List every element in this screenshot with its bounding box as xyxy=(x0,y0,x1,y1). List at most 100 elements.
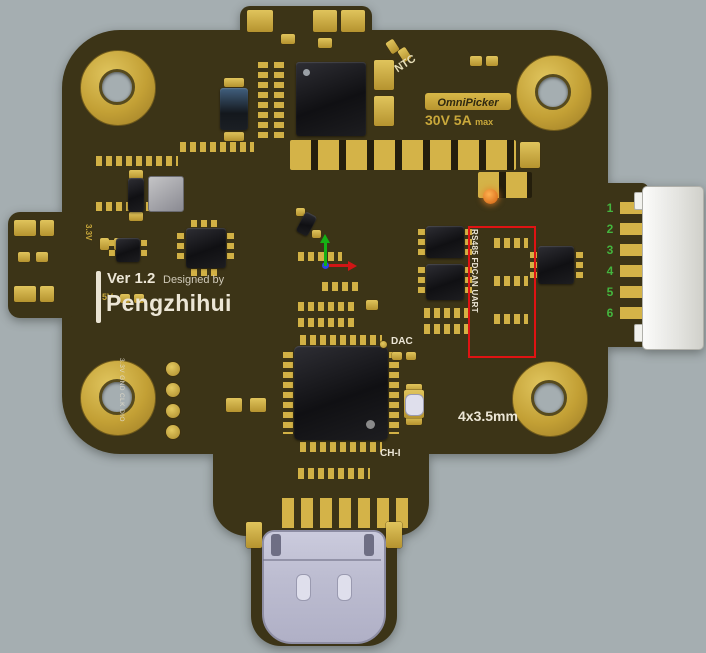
solder-pad xyxy=(224,132,244,141)
silkscreen-bar xyxy=(96,271,101,323)
qfn-ic-chip xyxy=(186,228,226,268)
solder-pad xyxy=(406,416,422,425)
test-point-pad xyxy=(166,425,180,439)
solder-pad xyxy=(250,398,266,412)
voltage-rating-label: 30V 5A max xyxy=(425,112,493,128)
pin-column xyxy=(227,233,234,263)
solder-pad xyxy=(120,294,130,303)
crystal-body xyxy=(405,394,424,416)
pin-number: 2 xyxy=(606,222,614,236)
pin-column xyxy=(389,352,399,434)
solder-pad xyxy=(100,238,109,250)
pin-number-column: 1 2 3 4 5 6 xyxy=(602,198,618,324)
solder-pad xyxy=(14,220,36,236)
test-point-pad xyxy=(166,404,180,418)
ch1-label: CH-I xyxy=(380,448,401,459)
mounting-hole-bore xyxy=(99,379,135,415)
capacitor-row xyxy=(290,140,516,170)
dac-label: DAC xyxy=(391,336,413,347)
solder-pad xyxy=(281,34,295,44)
inductor xyxy=(148,176,184,212)
pin-column xyxy=(576,252,583,280)
usb-shell-tab xyxy=(364,534,374,556)
rs485-transceiver-chip xyxy=(426,226,464,258)
pin-row xyxy=(300,335,382,345)
solder-pad xyxy=(386,522,402,548)
solder-pad xyxy=(129,212,143,221)
solder-pad xyxy=(374,96,394,126)
pin-row xyxy=(180,142,254,152)
solder-pad xyxy=(406,384,422,393)
pin-row xyxy=(298,302,354,311)
pin-row xyxy=(191,220,221,227)
solder-pad xyxy=(392,352,402,360)
solder-pad xyxy=(366,300,378,310)
pin-column xyxy=(418,229,425,255)
interface-labels: RS485 FDCAN UART xyxy=(470,229,479,313)
axis-x-arrow xyxy=(329,264,349,267)
pin-column xyxy=(274,62,284,142)
pin-row xyxy=(300,442,382,452)
pin-number: 6 xyxy=(606,306,614,320)
mounting-hole-bore xyxy=(535,74,571,110)
pin-number: 4 xyxy=(606,264,614,278)
usb-spring-slot xyxy=(337,574,352,601)
usb-shell-seam xyxy=(263,559,381,561)
axis-x-arrowhead xyxy=(348,261,357,271)
rating-value: 30V 5A xyxy=(425,112,472,128)
solder-pad xyxy=(341,10,365,32)
pin-row xyxy=(424,324,470,334)
solder-pad xyxy=(224,78,244,87)
solder-pad xyxy=(312,230,321,238)
voltage-5v-label: 5V xyxy=(102,292,114,302)
pin-column xyxy=(283,352,293,434)
pin-column xyxy=(109,240,115,258)
pin-row xyxy=(96,156,178,166)
mounting-hole-bore xyxy=(531,380,567,416)
solder-pad xyxy=(374,60,394,90)
solder-pad xyxy=(246,522,262,548)
pin-column xyxy=(141,240,147,258)
solder-pad xyxy=(486,56,498,66)
pin-column xyxy=(177,233,184,263)
solder-pad xyxy=(226,398,242,412)
voltage-3v3-label: 3.3V xyxy=(84,224,93,241)
solder-pad xyxy=(470,56,482,66)
usb-shell-tab xyxy=(271,534,281,556)
pin-row xyxy=(424,308,470,318)
solder-pad xyxy=(296,208,305,216)
pin-row xyxy=(191,269,221,276)
pin-number: 5 xyxy=(606,285,614,299)
hole-size-label: 4x3.5mm xyxy=(458,408,518,424)
solder-pad xyxy=(134,294,144,303)
pin-column xyxy=(530,252,537,280)
mounting-hole-bore xyxy=(99,69,135,105)
solder-pad xyxy=(247,10,273,32)
omnipicker-label: OmniPicker xyxy=(437,97,499,109)
axis-y-arrow xyxy=(324,242,327,266)
version-label: Ver 1.2 xyxy=(107,270,156,287)
pin-number: 3 xyxy=(606,243,614,257)
dac-dot xyxy=(380,341,387,348)
pin-number: 1 xyxy=(606,201,614,215)
esd-chip xyxy=(538,246,574,284)
solder-pad xyxy=(40,220,54,236)
designed-by-label: Designed by xyxy=(163,274,225,286)
pin-row xyxy=(298,318,354,327)
solder-pad xyxy=(406,352,416,360)
solder-pad xyxy=(313,10,337,32)
mcu-pin1-dot xyxy=(366,420,375,429)
solder-pad xyxy=(36,252,48,262)
solder-pad xyxy=(520,142,540,168)
omnipicker-badge: OmniPicker xyxy=(425,93,511,110)
pin-row xyxy=(298,252,342,261)
orange-led xyxy=(483,189,498,204)
test-point-pad xyxy=(166,383,180,397)
solder-pad xyxy=(129,170,143,179)
pin-row xyxy=(96,202,158,211)
pin-row xyxy=(322,282,358,291)
pin-row xyxy=(494,276,528,286)
pin-column xyxy=(258,62,268,142)
debug-header-labels: 3.3V GND CLK DIO xyxy=(118,358,125,422)
